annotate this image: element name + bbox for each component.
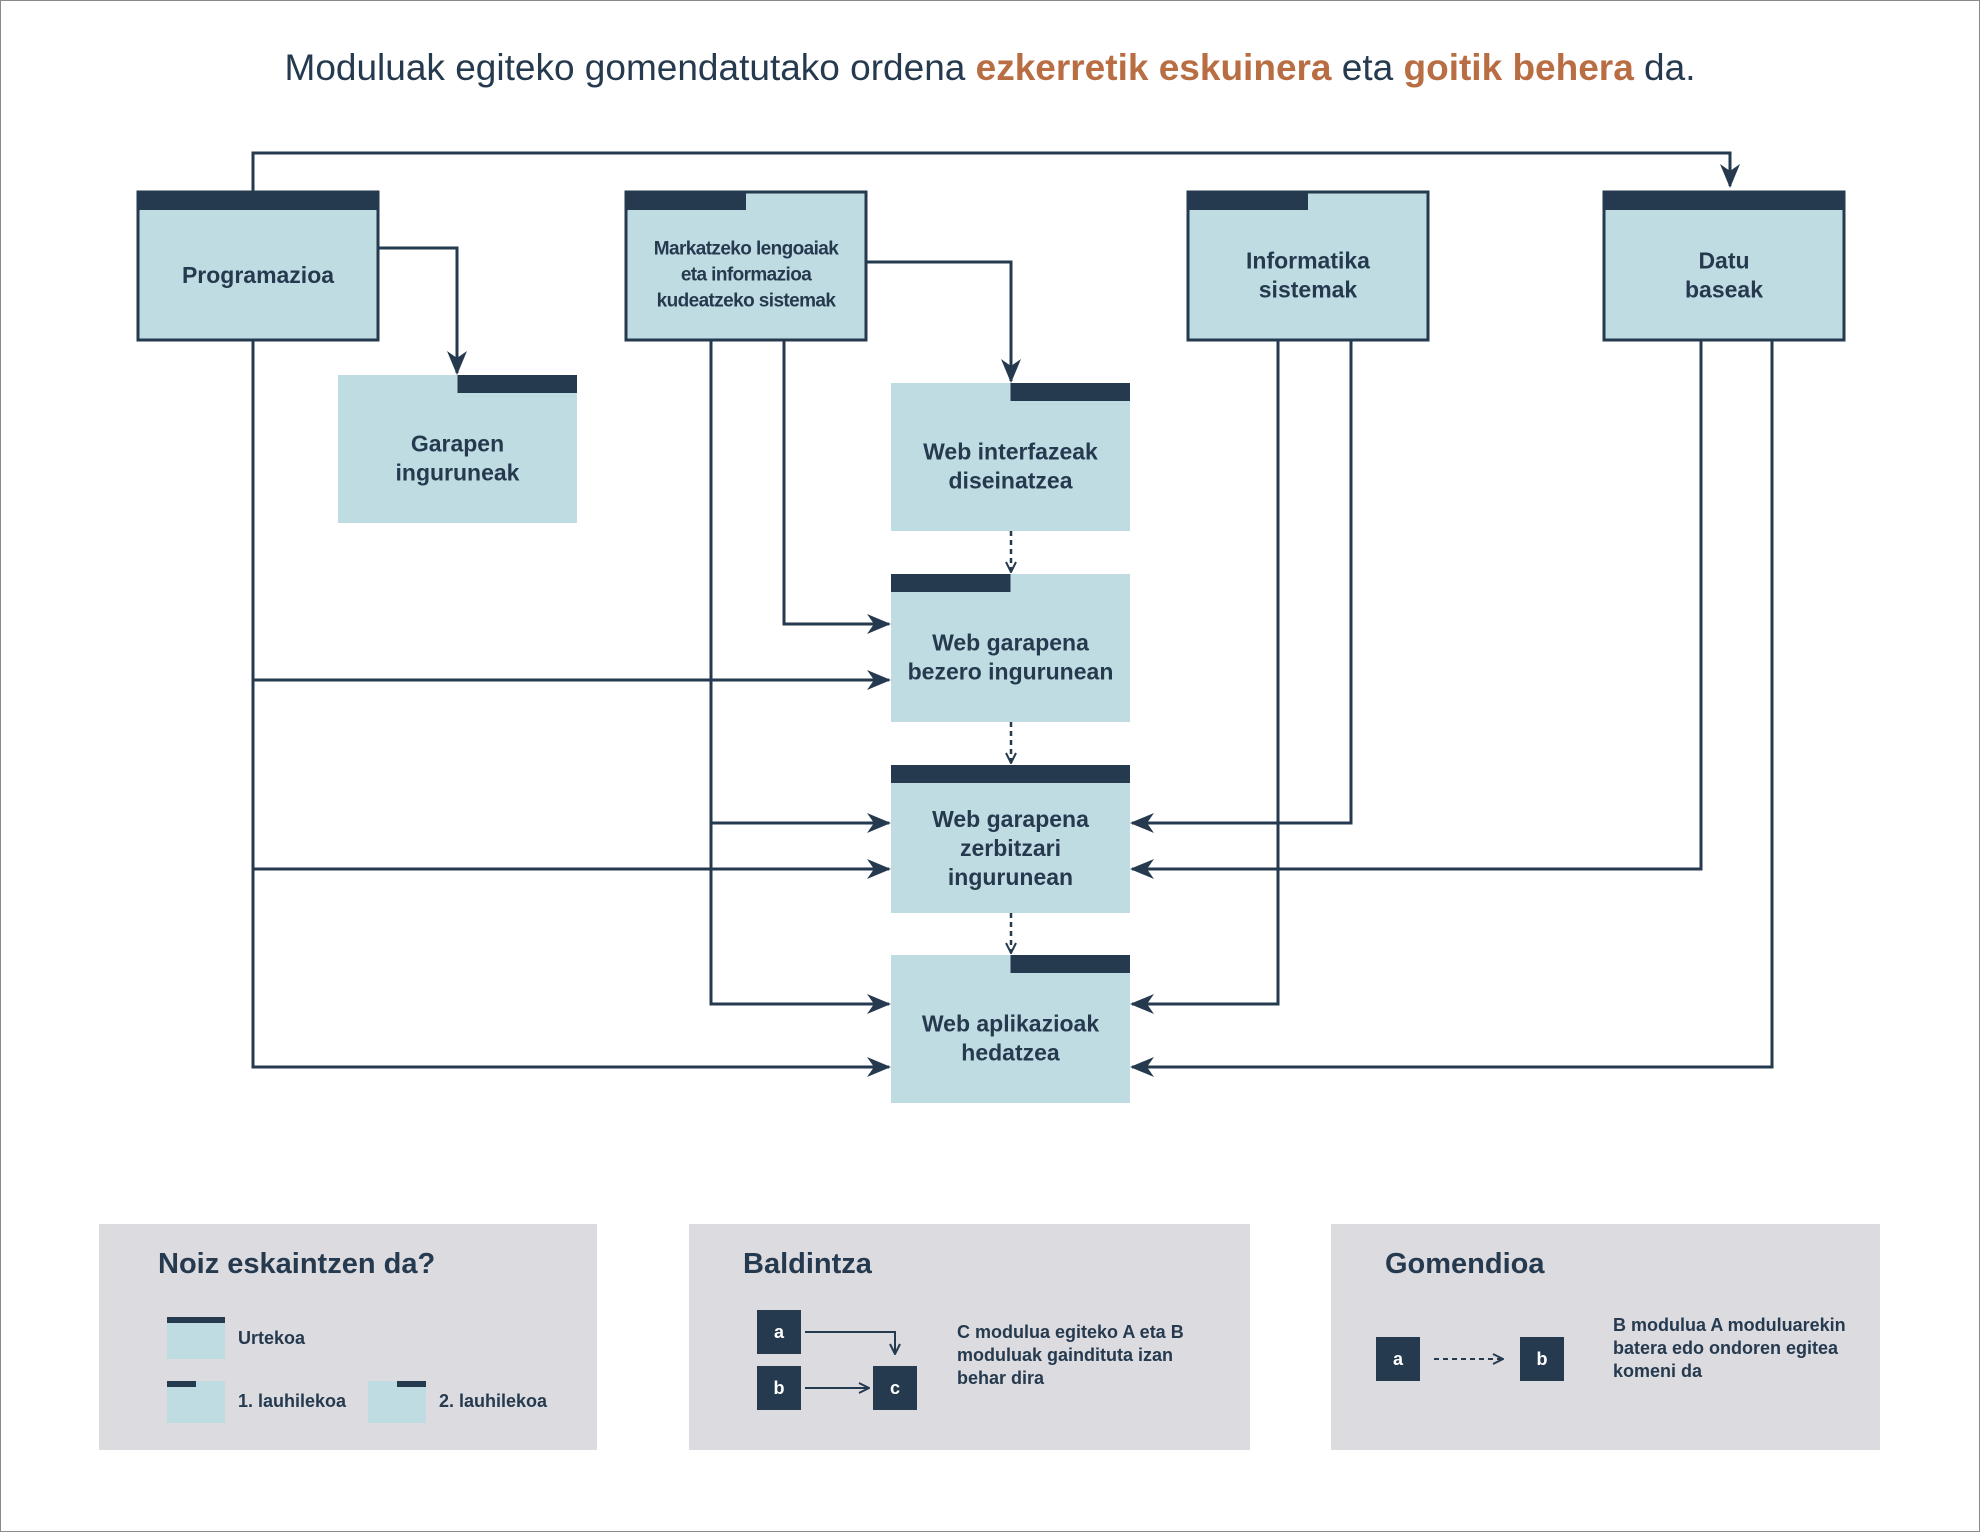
module-label: zerbitzari [960,835,1061,861]
module-label: Web interfazeak [923,439,1098,465]
legend-annual-label: Urtekoa [238,1328,306,1348]
title-highlight-1: ezkerretik eskuinera [975,47,1332,88]
requirement-arrow-informatika-to-web-zerbitzari [1130,340,1353,833]
module-label: baseak [1685,277,1763,303]
module-box [624,190,868,342]
legend-recommendation-box-a: a [1376,1337,1420,1381]
legend-condition-box-a: a [757,1310,801,1354]
module-web-aplikazioak: Web aplikazioak hedatzea [891,955,1130,1103]
module-label: diseinatzea [949,468,1073,494]
flow-diagram: Programazioa Markatzeko lengoaiak eta info… [136,151,1846,1103]
module-programazioa: Programazioa [136,190,380,342]
modules: Programazioa Markatzeko lengoaiak eta info… [136,190,1846,1103]
module-label: bezero ingurunean [908,659,1114,685]
swatch-second-term [368,1381,426,1423]
module-label: eta informazioa [681,265,812,286]
legend-condition-box-b: b [757,1366,801,1410]
title-text-2: eta [1331,47,1404,88]
module-label: Programazioa [182,262,334,288]
legend-recommendation-title: Gomendioa [1385,1248,1545,1280]
module-informatika: Informatika sistemak [1186,190,1430,342]
legend-recommendation-arrow [1434,1224,1880,1450]
offering-bar-annual [1604,192,1844,210]
requirement-arrow-markatzeko-to-web-interfazeak [866,260,1021,383]
requirement-arrow-markatzeko-to-web-aplikazioak [709,340,891,1014]
module-label: Web garapena [932,630,1089,656]
title-text-1: Moduluak egiteko gomendatutako ordena [284,47,976,88]
requirement-arrow-informatika-to-web-aplikazioak [1130,340,1280,1014]
requirement-arrow-programazioa-to-garapen [378,246,467,375]
page-title: Moduluak egiteko gomendatutako ordena ez… [1,47,1979,89]
legend-condition: Baldintza a b c C modulua egiteko A eta … [689,1224,1250,1450]
module-box [891,765,1130,913]
offering-bar-first-term [626,192,746,210]
module-label: kudeatzeko sistemak [657,291,837,312]
title-text-3: da. [1633,47,1696,88]
legend-recommendation: Gomendioa a b B modulua A moduluarekin b… [1331,1224,1880,1450]
module-box [136,190,380,342]
module-web-zerbitzari: Web garapena zerbitzari ingurunean [891,765,1130,913]
module-label: hedatzea [961,1040,1060,1066]
offering-bar-second-term [457,375,577,393]
module-garapen: Garapen inguruneak [338,375,577,523]
requirement-arrow-markatzeko-to-web-bezero [782,340,891,634]
legend-second-term-label: 2. lauhilekoa [439,1391,548,1411]
requirement-arrow-programazioa-to-web-aplikazioak [251,340,891,1077]
legend-condition-title: Baldintza [743,1248,872,1280]
requirement-arrow-datu-baseak-to-web-zerbitzari [1130,340,1703,879]
module-label: Garapen [411,431,504,457]
offering-bar-first-term [1188,192,1308,210]
offering-bar-second-term [1010,383,1130,401]
legend-condition-text: C modulua egiteko A eta B moduluak gaind… [957,1322,1184,1388]
offering-bar-annual [891,765,1130,783]
module-box [891,955,1130,1103]
arrows [251,151,1774,1077]
legend-condition-arrows [805,1331,1250,1450]
module-web-interfazeak: Web interfazeak diseinatzea [891,383,1130,531]
module-markatzeko: Markatzeko lengoaiak eta informazioa kudea… [624,190,868,342]
module-label: Markatzeko lengoaiak [654,239,839,260]
offering-bar-annual [138,192,378,210]
legend-first-term-label: 1. lauhilekoa [238,1391,347,1411]
title-highlight-2: goitik behera [1403,47,1634,88]
offering-bar-first-term [891,574,1011,592]
module-label: Informatika [1246,248,1370,274]
offering-bar-second-term [1010,955,1130,973]
module-box [891,574,1130,722]
module-box [1186,190,1430,342]
module-label: Web aplikazioak [922,1011,1099,1037]
legend-offering: Noiz eskaintzen da? Urtekoa 1. lauhileko… [99,1224,597,1450]
legend-recommendation-box-b: b [1520,1337,1564,1381]
module-box [891,383,1130,531]
swatch-first-term [167,1381,225,1423]
module-label: Web garapena [932,806,1089,832]
legend-condition-box-c: c [873,1366,917,1410]
module-box [338,375,577,523]
module-label: inguruneak [396,460,520,486]
module-label: Datu [1698,248,1749,274]
swatch-annual [167,1317,225,1359]
requirement-arrow-markatzeko-to-web-zerbitzari [709,340,891,833]
module-label: sistemak [1259,277,1358,303]
module-datu-baseak: Datu baseak [1602,190,1846,342]
module-web-bezero: Web garapena bezero ingurunean [891,574,1130,722]
requirement-arrow-programazioa-to-datu-baseak [251,151,1740,192]
legend-condition-arrow-a [805,1331,895,1354]
legend-recommendation-text: B modulua A moduluarekin batera edo ondo… [1613,1315,1846,1381]
legend-offering-title: Noiz eskaintzen da? [158,1248,436,1280]
requirement-arrow-datu-baseak-to-web-aplikazioak [1130,340,1774,1077]
module-label: ingurunean [948,864,1073,890]
